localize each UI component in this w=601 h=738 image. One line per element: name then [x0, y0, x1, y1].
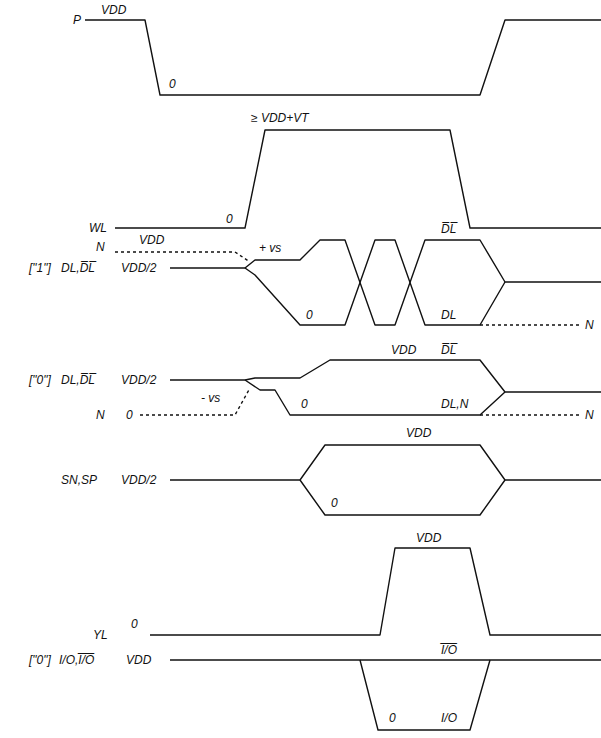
- dl-waveform: [245, 240, 505, 325]
- signal-label: VDD: [138, 233, 165, 247]
- signal-label: 0: [305, 308, 314, 322]
- signal-label: ≥ VDD+VT: [250, 111, 310, 125]
- signal-label: N: [95, 240, 106, 254]
- signal-label: I̅/̅O̅: [440, 643, 458, 657]
- yl-waveform: [150, 548, 601, 635]
- n-dotted: [480, 324, 580, 325]
- signal-label: N: [584, 318, 595, 332]
- signal-label: ["0"]: [28, 653, 52, 667]
- signal-label: YL: [92, 628, 109, 642]
- signal-label: VDD: [125, 653, 152, 667]
- signal-label: DL,N: [440, 397, 469, 411]
- signal-label: 0: [225, 212, 234, 226]
- dl-bar-waveform: [245, 360, 601, 392]
- dl-line: [170, 267, 245, 268]
- signal-label: 0: [330, 496, 339, 510]
- n-dotted: [480, 414, 580, 415]
- signal-label: VDD: [390, 343, 417, 357]
- signal-label: DL: [440, 308, 457, 322]
- signal-label: VDD: [405, 426, 432, 440]
- signal-label: DL,D̅L̅: [60, 373, 96, 387]
- signal-label: VDD/2: [120, 261, 157, 275]
- io-bar-waveform: [170, 659, 601, 660]
- signal-label: 0: [125, 408, 134, 422]
- dl-line: [170, 379, 245, 380]
- p-waveform: [85, 20, 601, 95]
- signal-label: N: [95, 408, 106, 422]
- wl-waveform: [115, 130, 601, 228]
- signal-label: WL: [88, 221, 108, 235]
- signal-label: ["0"]: [28, 373, 52, 387]
- signal-label: VDD/2: [120, 373, 157, 387]
- signal-label: VDD: [100, 3, 127, 17]
- signal-label: VDD: [415, 531, 442, 545]
- signal-label: VDD/2: [120, 473, 157, 487]
- signal-label: DL,D̅L̅: [60, 261, 96, 275]
- sn-waveform: [300, 480, 505, 515]
- n-dotted: [140, 388, 250, 415]
- io-waveform: [360, 660, 490, 730]
- signal-label: 0: [168, 77, 177, 91]
- signal-label: 0: [130, 617, 139, 631]
- signal-label: P: [72, 13, 82, 27]
- signal-label: 0: [300, 397, 309, 411]
- signal-label: D̅L̅: [440, 343, 457, 357]
- dl-bar-waveform: [245, 240, 601, 325]
- signal-label: I/O: [440, 711, 458, 725]
- dl-waveform: [245, 380, 505, 415]
- signal-label: - vs: [200, 391, 221, 405]
- signal-label: D̅L̅: [440, 222, 457, 236]
- signal-label: ["1"]: [28, 261, 52, 275]
- signal-label: + vs: [258, 241, 282, 255]
- signal-label: I/O,I̅/̅O̅: [58, 653, 95, 667]
- signal-label: SN,SP: [60, 473, 98, 487]
- signal-label: N: [584, 408, 595, 422]
- signal-label: 0: [388, 711, 397, 725]
- sp-waveform: [170, 445, 601, 480]
